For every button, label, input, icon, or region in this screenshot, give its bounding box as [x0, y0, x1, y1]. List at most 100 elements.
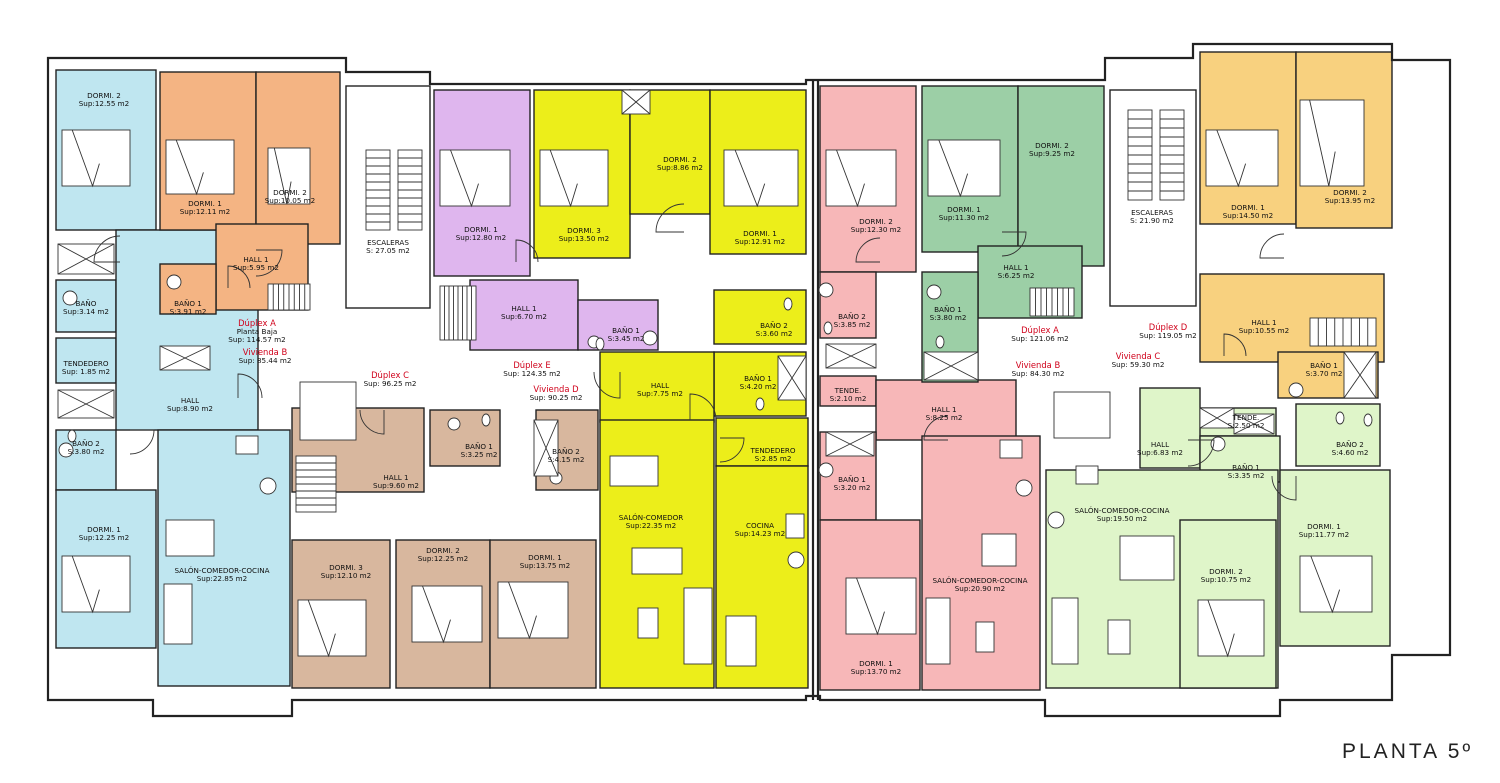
toilet-symbol: [481, 413, 491, 427]
stairs-symbol: [267, 283, 311, 311]
unit-detail: Sup: 121.06 m2: [1011, 334, 1068, 343]
room-name: DORMI. 2: [1333, 188, 1367, 197]
sink-symbol: [818, 282, 834, 298]
room-area-label: S:2.85 m2: [755, 454, 792, 463]
room-name: HALL 1: [1251, 318, 1276, 327]
toilet-symbol: [755, 397, 765, 411]
table-symbol: [725, 615, 757, 667]
room-area-label: Sup:12.10 m2: [321, 571, 372, 580]
bed-symbol: [439, 149, 511, 208]
cooktop-symbol: [1075, 465, 1099, 485]
room-name: DORMI. 1: [859, 659, 893, 668]
room-area-label: Sup:8.86 m2: [657, 163, 703, 172]
door-swing: [515, 239, 539, 263]
room-name: HALL 1: [383, 473, 408, 482]
room-name: TENDEDERO: [749, 446, 795, 455]
door-swing: [689, 393, 717, 421]
room-area-label: Sup:6.70 m2: [501, 312, 547, 321]
door-swing: [1001, 231, 1027, 257]
room-area: [599, 351, 715, 423]
sink-symbol: [926, 284, 942, 300]
room-name: SALÓN-COMEDOR-COCINA: [1074, 506, 1169, 515]
room-name: BAÑO 1: [744, 374, 772, 383]
room-area-label: S:3.70 m2: [1306, 369, 1343, 378]
room-area-label: Sup:14.50 m2: [1223, 211, 1274, 220]
room-name: ESCALERAS: [1131, 208, 1173, 217]
room-area-label: S:3.85 m2: [834, 320, 871, 329]
bed-symbol: [1299, 99, 1365, 187]
room-name: DORMI. 2: [426, 546, 460, 555]
room-name: BAÑO 1: [1232, 463, 1260, 472]
room-area-label: S:4.20 m2: [740, 382, 777, 391]
room-area-label: S:3.25 m2: [461, 450, 498, 459]
room-name: TENDE.: [1232, 413, 1260, 422]
room-area: [1139, 387, 1201, 469]
room-name: DORMI. 1: [743, 229, 777, 238]
stairs-symbol: [1029, 287, 1075, 317]
cooktop-symbol: [785, 513, 805, 539]
room-name: SALÓN-COMEDOR-COCINA: [932, 576, 1027, 585]
room-area-label: S:3.35 m2: [1228, 471, 1265, 480]
bed-symbol: [61, 129, 131, 188]
room-area-label: S:3.80 m2: [930, 313, 967, 322]
toilet-symbol: [1335, 411, 1345, 425]
cooktop-symbol: [235, 435, 259, 455]
room-area-label: Sup:13.50 m2: [559, 234, 610, 243]
sink-symbol: [1047, 511, 1065, 529]
bed-symbol: [411, 585, 483, 644]
room-area-label: Sup:22.35 m2: [626, 521, 677, 530]
room-area-label: S:2.10 m2: [830, 394, 867, 403]
room-name: DORMI. 1: [1231, 203, 1265, 212]
room-area-label: S:3.45 m2: [608, 334, 645, 343]
shower-symbol: [1343, 351, 1377, 399]
room-name: BAÑO 2: [760, 321, 788, 330]
room-name: HALL 1: [243, 255, 268, 264]
room-area-label: S:6.25 m2: [998, 271, 1035, 280]
room-name: COCINA: [746, 521, 774, 530]
room-area-label: S:3.60 m2: [756, 329, 793, 338]
sink-symbol: [1015, 479, 1033, 497]
room-name: BAÑO 1: [612, 326, 640, 335]
shower-symbol: [159, 345, 211, 371]
lift-symbol: [1053, 391, 1111, 439]
room-area-label: Sup:19.50 m2: [1097, 514, 1148, 523]
room-area: [1017, 85, 1105, 267]
room-name: DORMI. 3: [567, 226, 601, 235]
room-area-label: Sup:22.85 m2: [197, 574, 248, 583]
stairs-symbol: [295, 455, 337, 513]
room-name: DORMI. 1: [528, 553, 562, 562]
toilet-symbol: [783, 297, 793, 311]
unit-name: Vivienda B: [1016, 360, 1061, 370]
room-name: DORMI. 1: [464, 225, 498, 234]
shower-symbol: [57, 389, 115, 419]
room-name: HALL 1: [931, 405, 956, 414]
door-swing: [129, 429, 155, 455]
room-name: BAÑO 2: [552, 447, 580, 456]
room-area-label: Sup:12.91 m2: [735, 237, 786, 246]
sink-symbol: [642, 330, 658, 346]
room-area-label: Sup:12.25 m2: [79, 533, 130, 542]
cooktop-symbol: [999, 439, 1023, 459]
room-name: DORMI. 2: [1035, 141, 1069, 150]
room-name: BAÑO 2: [838, 312, 866, 321]
room-area-label: Sup:13.70 m2: [851, 667, 902, 676]
shower-symbol: [923, 351, 979, 381]
room-name: BAÑO 2: [72, 439, 100, 448]
room-name: HALL: [1151, 440, 1169, 449]
room-area: [159, 263, 217, 315]
room-area-label: S:8.25 m2: [926, 413, 963, 422]
room-name: DORMI. 1: [188, 199, 222, 208]
room-name: DORMI. 1: [87, 525, 121, 534]
room-area-label: S:3.91 m2: [170, 307, 207, 316]
room-name: TENDE.: [834, 386, 862, 395]
room-name: BAÑO 1: [174, 299, 202, 308]
shower-symbol: [825, 431, 875, 457]
room-area-label: Sup:5.95 m2: [233, 263, 279, 272]
room-area-label: Sup:8.90 m2: [167, 404, 213, 413]
door-swing: [655, 203, 685, 233]
bed-symbol: [297, 599, 367, 658]
room-name: BAÑO 1: [838, 475, 866, 484]
sofa-symbol: [1051, 597, 1079, 665]
room-name: HALL: [651, 381, 669, 390]
